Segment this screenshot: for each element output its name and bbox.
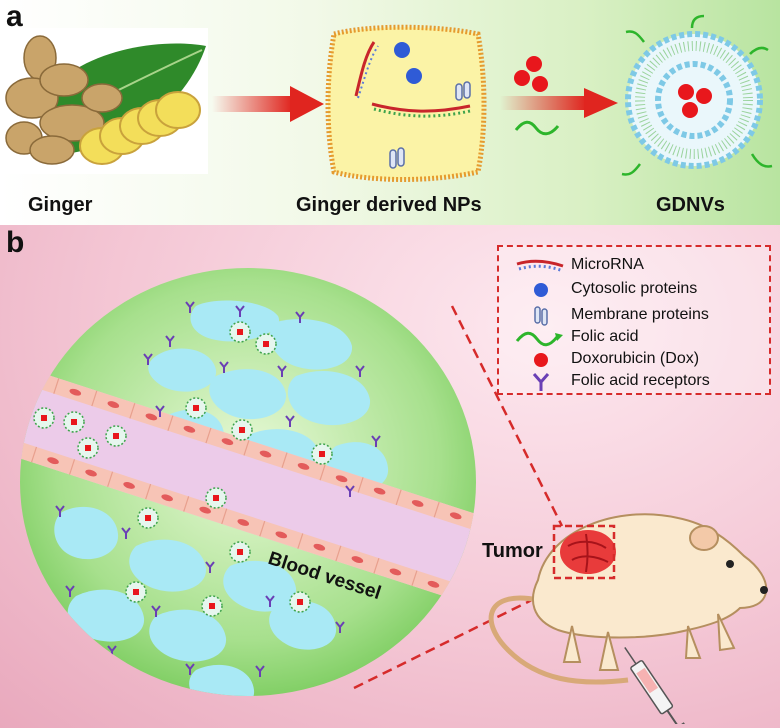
legend-item-receptor: Folic acid receptors xyxy=(499,371,769,393)
syringe-icon xyxy=(624,646,685,724)
ginger-image xyxy=(2,28,208,174)
tumor-tissue-zoom xyxy=(20,268,476,696)
legend-item-dox: Doxorubicin (Dox) xyxy=(499,349,769,371)
folic-acid-icon xyxy=(514,120,560,136)
microrna-icon xyxy=(516,259,564,273)
mouse-ear xyxy=(689,525,719,551)
process-arrow-1 xyxy=(212,86,324,122)
gdnv-vesicle xyxy=(621,14,773,176)
gdnvs-label: GDNVs xyxy=(656,194,725,216)
legend-item-microrna: MicroRNA xyxy=(499,255,769,277)
folic-acid-receptor-icon xyxy=(55,301,381,677)
tumor-label: Tumor xyxy=(482,540,543,562)
mouse-eye xyxy=(726,560,734,568)
membrane-protein-icon xyxy=(534,306,548,326)
mouse-illustration xyxy=(488,513,768,724)
microrna-strand-icon xyxy=(354,41,471,118)
doxorubicin-icon xyxy=(514,56,548,92)
folic-acid-receptor-icon xyxy=(532,373,550,391)
tumor-highlight-box xyxy=(552,524,616,580)
mouse-nose xyxy=(760,586,768,594)
gdnv-small xyxy=(33,321,333,617)
cytosolic-protein-icon xyxy=(534,283,548,297)
mouse-body xyxy=(531,513,768,639)
membrane-protein-icon xyxy=(389,81,471,169)
ginger-nanoparticle xyxy=(325,24,487,182)
ginger-nps-label: Ginger derived NPs xyxy=(296,194,482,216)
cytosolic-protein-icon xyxy=(394,42,410,58)
legend-item-membrane: Membrane proteins xyxy=(499,305,769,327)
doxorubicin-icon xyxy=(534,353,548,367)
mouse-tail xyxy=(488,595,629,685)
loading-arrow xyxy=(500,56,618,136)
cytosolic-protein-icon xyxy=(406,68,422,84)
legend-item-folic: Folic acid xyxy=(499,327,769,349)
tumor-mass xyxy=(560,530,616,574)
panel-a-letter: a xyxy=(6,0,23,33)
legend: MicroRNA Cytosolic proteins Membrane pro… xyxy=(497,245,771,395)
legend-item-cytosolic: Cytosolic proteins xyxy=(499,279,769,301)
zoom-lines xyxy=(353,305,564,690)
folic-acid-icon xyxy=(621,14,773,176)
folic-acid-icon xyxy=(515,331,563,347)
panel-b-letter: b xyxy=(6,226,25,259)
ginger-label: Ginger xyxy=(28,194,93,216)
